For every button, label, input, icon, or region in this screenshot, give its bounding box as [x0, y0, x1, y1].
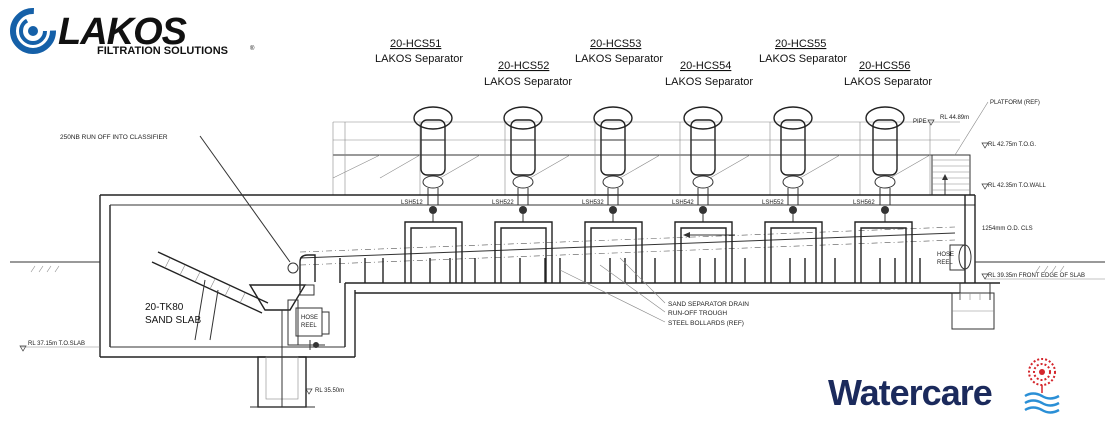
drain-trough [299, 226, 956, 266]
separator-name: LAKOS Separator [575, 53, 663, 65]
frame-posts [419, 122, 931, 195]
level-switch-label: LSH562 [853, 200, 875, 206]
separator-name: LAKOS Separator [484, 76, 572, 88]
separator-name: LAKOS Separator [665, 76, 753, 88]
lakos-trademark: ® [250, 45, 255, 52]
separator-id: 20-HCS53 [590, 38, 641, 50]
hose-reel-left-label: HOSE [301, 315, 318, 321]
rl-3715-label: RL 37.15m T.O.SLAB [28, 341, 85, 347]
runoff-note: 250NB RUN OFF INTO CLASSIFIER [60, 134, 168, 141]
level-switch-label: LSH522 [492, 200, 514, 206]
rl-4275-label: RL 42.75m T.O.G. [988, 142, 1036, 148]
sand-drain-note: SAND SEPARATOR DRAIN [668, 301, 749, 308]
rl-4489-label: RL 44.89m [940, 115, 969, 121]
platform-label: PLATFORM (REF) [990, 100, 1040, 106]
lakos-tagline: FILTRATION SOLUTIONS [97, 45, 228, 57]
pohutukawa-icon [1024, 358, 1060, 414]
separator-unit [683, 106, 723, 222]
level-switch-label: LSH512 [401, 200, 423, 206]
rl-3550-label: RL 35.50m [315, 388, 344, 394]
separator-labels: 20-HCS51 LAKOS Separator 20-HCS52 LAKOS … [375, 38, 932, 88]
cls-label: 1254mm O.D. CLS [982, 226, 1033, 232]
bollards-note: STEEL BOLLARDS (REF) [668, 320, 744, 327]
separator-id: 20-HCS54 [680, 60, 731, 72]
level-switch-label: LSH552 [762, 200, 784, 206]
tank-wall [99, 194, 1000, 358]
steel-bollards [339, 258, 921, 283]
separator-name: LAKOS Separator [759, 53, 847, 65]
level-markers [19, 119, 989, 395]
lakos-swirl-icon [10, 8, 56, 54]
hose-reel-right [949, 244, 972, 271]
watercare-logo: Watercare [828, 358, 1060, 414]
separator-id: 20-HCS52 [498, 60, 549, 72]
hose-reel-right-label: REEL [937, 260, 953, 266]
separator-id: 20-HCS51 [390, 38, 441, 50]
hose-reel-left [295, 307, 330, 337]
platform-leader [954, 101, 989, 156]
level-switch-labels: LSH512 LSH522 LSH532 LSH542 LSH552 LSH56… [401, 200, 875, 206]
level-switch-label: LSH532 [582, 200, 604, 206]
separator-id: 20-HCS56 [859, 60, 910, 72]
ground-lines [10, 261, 1105, 330]
hose-reel-left-label: REEL [301, 323, 317, 329]
lakos-wordmark: LAKOS [58, 11, 187, 53]
runoff-leader [199, 135, 291, 263]
separator-unit [865, 106, 905, 222]
lakos-logo: LAKOS FILTRATION SOLUTIONS ® [10, 8, 255, 57]
rl-3935-label: RL 39.35m FRONT EDGE OF SLAB [988, 273, 1085, 279]
separator-name: LAKOS Separator [375, 53, 463, 65]
separator-name: LAKOS Separator [844, 76, 932, 88]
pipe-label: PIPE [913, 119, 927, 125]
tank-id: 20-TK80 [145, 302, 184, 313]
separator-id: 20-HCS55 [775, 38, 826, 50]
level-switch-label: LSH542 [672, 200, 694, 206]
separator-unit [593, 106, 633, 222]
hose-reel-right-label: HOSE [937, 252, 954, 258]
separator-unit [413, 106, 453, 222]
stair-frame [931, 154, 971, 196]
sand-classifier [151, 251, 325, 408]
support-frames [404, 221, 913, 283]
tank-name: SAND SLAB [145, 315, 201, 326]
platform-structure [332, 121, 971, 196]
rl-4235-label: RL 42.35m T.O.WALL [988, 183, 1046, 189]
sand-drain-note: RUN-OFF TROUGH [668, 310, 727, 317]
separator-unit [773, 106, 813, 222]
separator-unit [503, 106, 543, 222]
note-leaders [559, 257, 666, 323]
watercare-wordmark: Watercare [828, 372, 992, 413]
